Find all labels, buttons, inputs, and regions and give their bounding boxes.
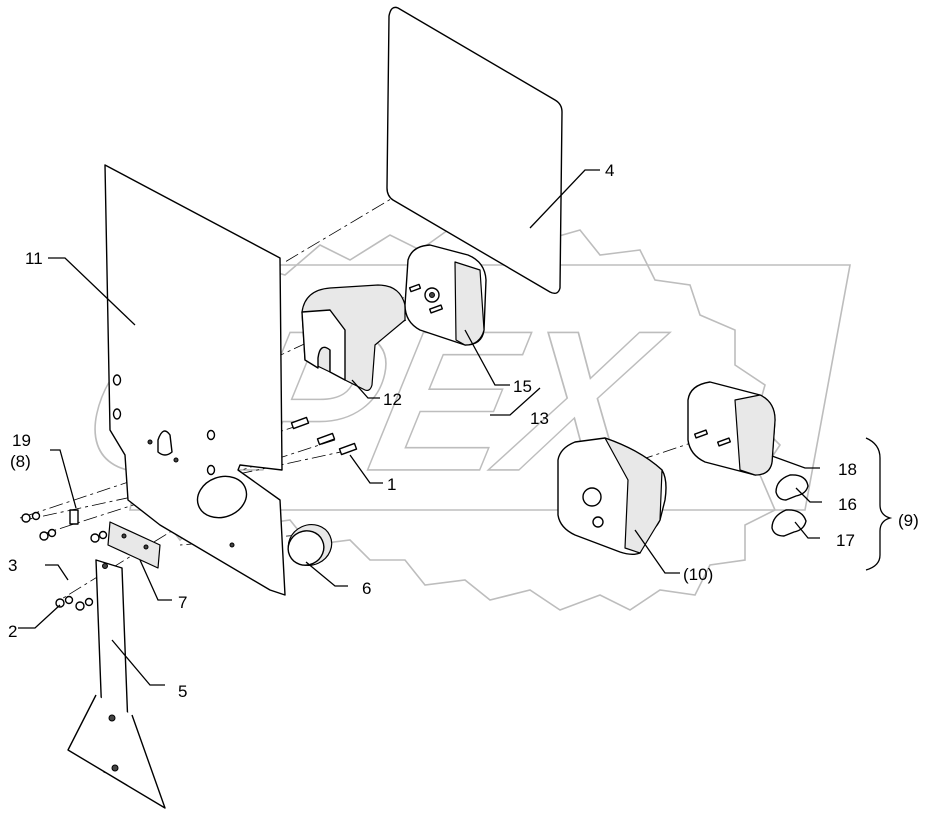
housing-stud: [716, 437, 732, 447]
post-hole: [111, 764, 119, 772]
lamp-cover-hole: [592, 516, 604, 528]
lamp-stud: [408, 283, 422, 293]
back-plate-part-11: [104, 164, 286, 596]
label-8: (8): [10, 452, 31, 471]
label-12: 12: [383, 390, 402, 409]
bracket-hole: [143, 544, 149, 550]
lamp-cover-side: [604, 437, 663, 554]
leader-lines: [18, 169, 822, 686]
label-13: 13: [530, 409, 549, 428]
bulb-part-17: [771, 509, 807, 537]
small-bracket-part-7: [107, 521, 161, 569]
label-17: 17: [836, 531, 855, 550]
plate-hole: [112, 408, 122, 420]
bolt-group-part-1: [290, 416, 358, 456]
plate-bolt-hole: [229, 542, 235, 548]
label-10: (10): [683, 565, 713, 584]
fastener-group: [21, 509, 108, 611]
lamp-housing-right-side: [734, 394, 776, 476]
label-9: (9): [898, 511, 919, 530]
label-7: 7: [178, 593, 187, 612]
label-6: 6: [362, 579, 371, 598]
plate-cutout: [157, 430, 173, 456]
housing-stud: [693, 429, 709, 439]
part-labels: 4 11 12 15 13 1 6 7 5 2 3 19 (8) (10) 18…: [8, 161, 919, 701]
panel-part-4: [386, 6, 563, 295]
post-hole: [108, 714, 116, 722]
label-18: 18: [838, 460, 857, 479]
plate-hole: [206, 429, 216, 441]
support-foot: [67, 694, 166, 809]
post-hole: [102, 563, 108, 569]
plate-hole: [206, 464, 216, 476]
plate-bolt-hole: [173, 457, 179, 463]
lamp-cover-hole: [582, 487, 602, 507]
plate-bolt-hole: [147, 439, 153, 445]
lamp-stud: [428, 304, 444, 314]
label-2: 2: [8, 622, 17, 641]
label-5: 5: [178, 682, 187, 701]
label-1: 1: [387, 475, 396, 494]
bracket-cover-front: [301, 309, 346, 381]
plate-hole: [112, 374, 122, 386]
reflector-backing-part-6: [196, 475, 248, 519]
reflector-face: [287, 530, 325, 566]
lamp-housing-side: [454, 261, 485, 346]
bracket-hole: [121, 533, 127, 539]
label-15: 15: [513, 377, 532, 396]
bulb-part-16: [775, 474, 809, 501]
label-3: 3: [8, 556, 17, 575]
group-bracket-part-9: [865, 437, 893, 571]
lamp-socket-center: [429, 292, 435, 298]
label-11: 11: [25, 249, 43, 268]
label-4: 4: [605, 161, 614, 180]
label-16: 16: [838, 495, 857, 514]
label-19: 19: [12, 431, 31, 450]
